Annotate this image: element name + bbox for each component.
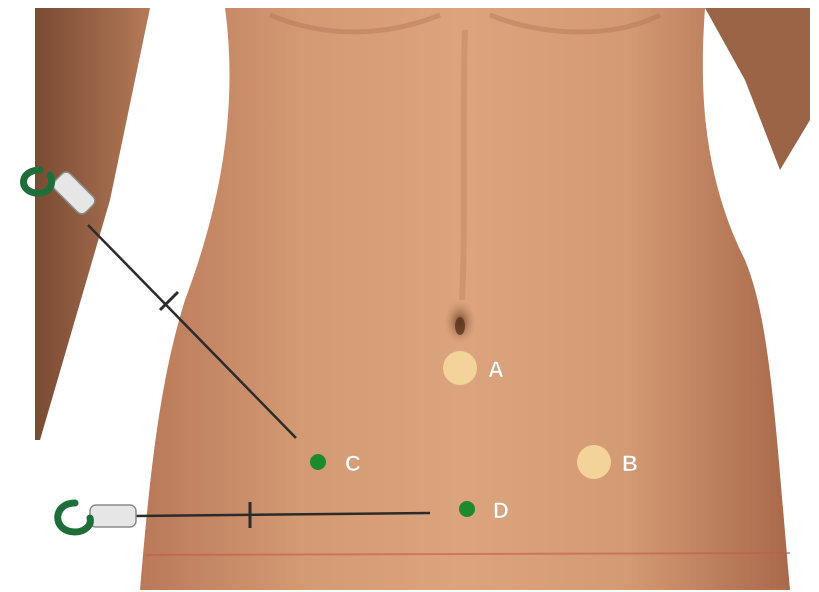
navel-center — [455, 317, 465, 335]
midline-shadow — [462, 30, 465, 300]
marker-b-circle — [577, 445, 611, 479]
marker-a-label: A — [488, 357, 504, 382]
marker-b-label: B — [622, 451, 638, 476]
marker-d-label: D — [493, 498, 509, 523]
marker-c-dot — [310, 454, 326, 470]
marker-a-circle — [443, 351, 477, 385]
marker-d-dot — [459, 501, 475, 517]
marker-c-label: C — [345, 451, 361, 476]
